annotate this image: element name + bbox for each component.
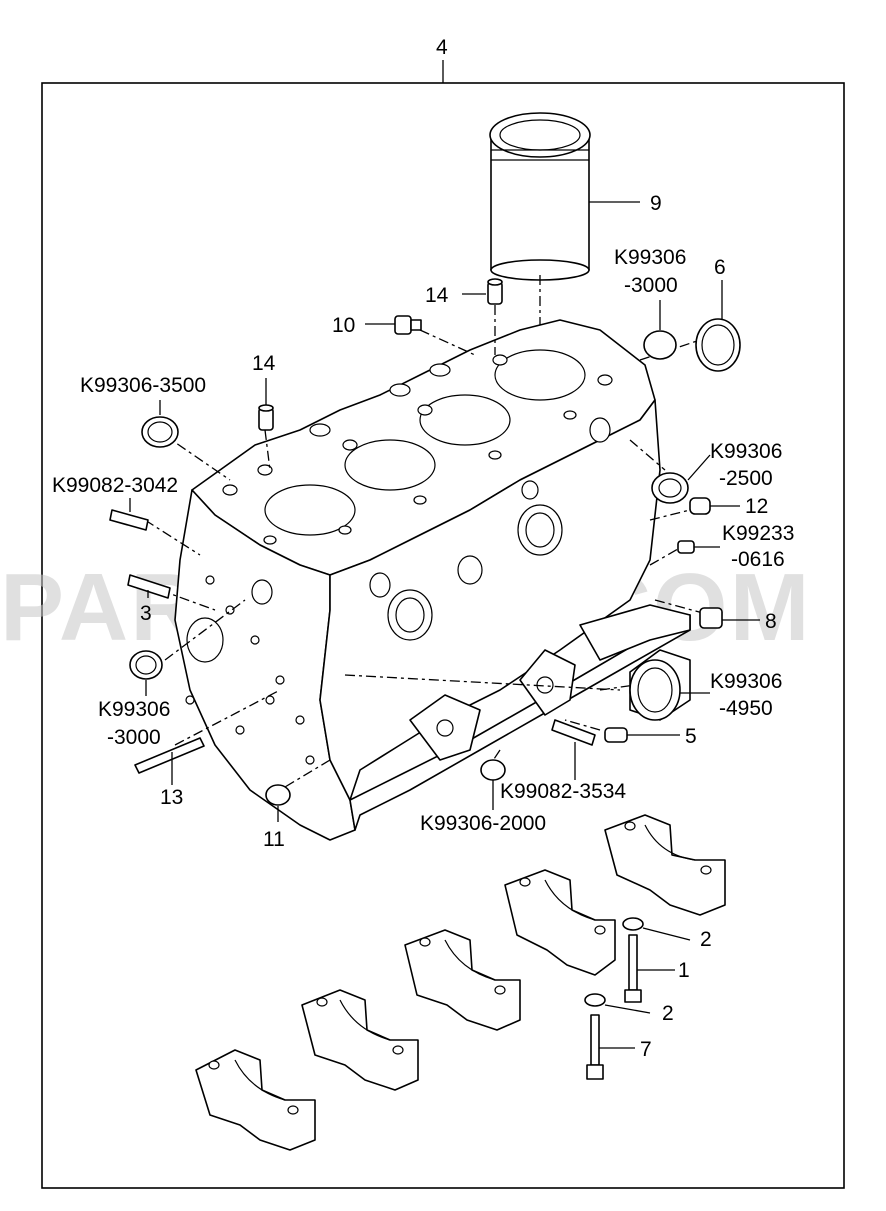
dowel-pin-top[interactable] — [487, 278, 503, 305]
callout-14-left: 14 — [252, 352, 276, 375]
callout-12: 12 — [745, 495, 768, 518]
callout-k99306-4950-b: -4950 — [719, 697, 773, 720]
callout-1: 1 — [678, 959, 690, 982]
plug-8[interactable] — [699, 607, 723, 629]
callout-13: 13 — [160, 786, 183, 809]
cylinder-liner[interactable] — [489, 112, 591, 281]
plug-k99306-2500[interactable] — [651, 472, 689, 504]
plug-5[interactable] — [604, 727, 628, 743]
callout-k99306-3000-top-b: -3000 — [624, 274, 678, 297]
callout-5: 5 — [685, 725, 697, 748]
callout-k99306-2500-b: -2500 — [719, 467, 773, 490]
callout-8: 8 — [765, 610, 777, 633]
callout-10: 10 — [332, 314, 355, 337]
callout-k99306-3500: K99306-3500 — [80, 374, 206, 397]
dowel-pin-left[interactable] — [258, 404, 274, 431]
bearing-cap-4[interactable] — [504, 869, 616, 976]
bearing-cap-3[interactable] — [404, 929, 521, 1031]
callout-7: 7 — [640, 1038, 652, 1061]
callout-2-lower: 2 — [662, 1002, 674, 1025]
callout-k99233-0616-a: K99233 — [722, 522, 794, 545]
callout-k99082-3042: K99082-3042 — [52, 474, 178, 497]
bolt-7[interactable] — [586, 1014, 604, 1080]
callout-11: 11 — [263, 828, 285, 851]
callout-k99306-3000-left-b: -3000 — [107, 726, 161, 749]
bearing-cap-5[interactable] — [604, 814, 726, 916]
callout-2-upper: 2 — [700, 928, 712, 951]
callout-k99306-3000-left-a: K99306 — [98, 698, 170, 721]
stud-k99082-3534[interactable] — [551, 719, 596, 746]
callout-4: 4 — [436, 36, 448, 59]
callout-k99306-2500-a: K99306 — [710, 440, 782, 463]
callout-k99306-3000-top-a: K99306 — [614, 246, 686, 269]
plug-11[interactable] — [265, 784, 291, 806]
sleeve-k99306-4950[interactable] — [629, 649, 691, 721]
stud-3[interactable] — [127, 574, 171, 599]
plug-k99233-0616[interactable] — [677, 540, 695, 554]
callout-3: 3 — [140, 602, 152, 625]
plug-k99306-3500[interactable] — [141, 416, 179, 448]
callout-9: 9 — [650, 192, 662, 215]
washer-2-upper[interactable] — [622, 917, 644, 931]
stud-13[interactable] — [134, 737, 205, 774]
callout-k99306-4950-a: K99306 — [710, 670, 782, 693]
plug-k99306-3000-top[interactable] — [643, 330, 677, 360]
bolt-1[interactable] — [624, 934, 642, 1003]
fitting-10[interactable] — [394, 315, 422, 335]
stud-k99082-3042[interactable] — [109, 509, 149, 531]
cover-plate-6[interactable] — [695, 318, 741, 372]
callout-k99306-2000: K99306-2000 — [420, 812, 546, 835]
callout-6: 6 — [714, 256, 726, 279]
callout-14-top: 14 — [425, 284, 449, 307]
washer-2-lower[interactable] — [584, 993, 606, 1007]
bearing-cap-2[interactable] — [301, 989, 419, 1091]
bearing-cap-1[interactable] — [195, 1049, 316, 1151]
plug-k99306-2000[interactable] — [480, 759, 506, 781]
plug-k99306-3000-left[interactable] — [129, 650, 163, 680]
engine-block[interactable] — [174, 319, 691, 841]
callout-k99082-3534: K99082-3534 — [500, 780, 626, 803]
callout-k99233-0616-b: -0616 — [731, 548, 785, 571]
plug-12[interactable] — [689, 497, 711, 515]
